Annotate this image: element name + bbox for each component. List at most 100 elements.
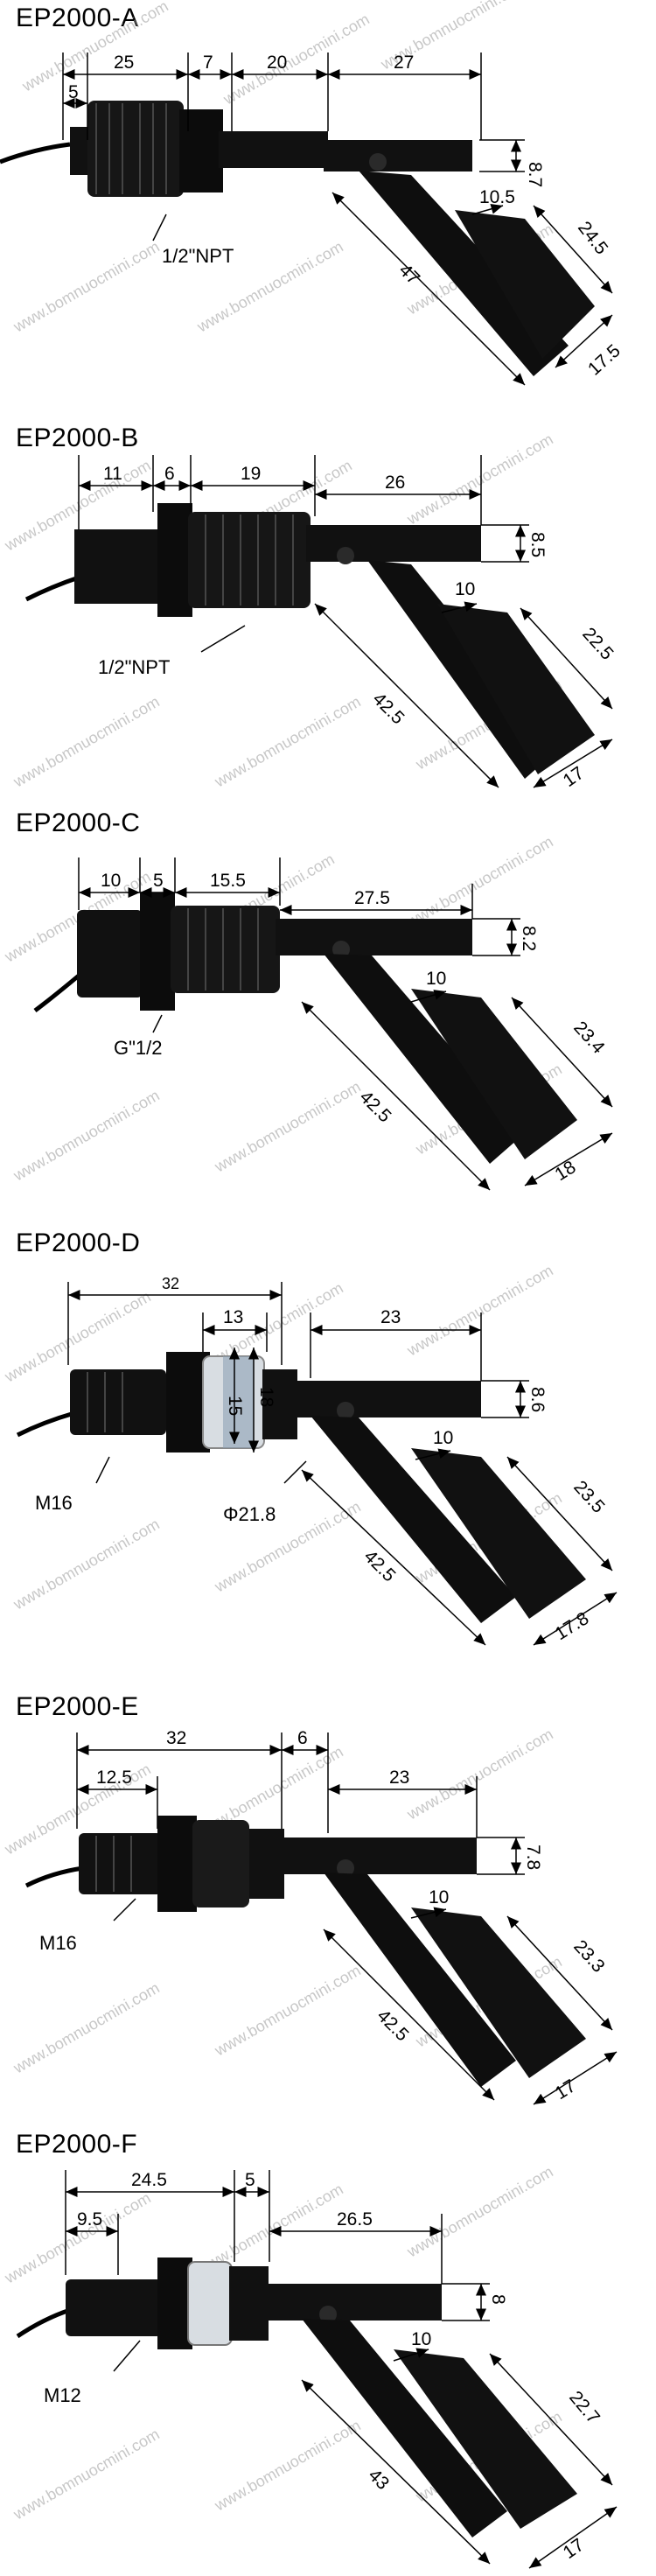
dim-label: 43 [364, 2465, 393, 2494]
sensor-arm [219, 131, 328, 168]
thread-label: 1/2"NPT [98, 656, 170, 678]
dim-label: 7 [203, 52, 213, 73]
hex-nut [157, 503, 192, 617]
dim-label: 10 [426, 969, 446, 989]
dim-label: 17.5 [584, 340, 625, 379]
watermark-text: www.bomnuocmini.com [1, 2189, 154, 2287]
thread-label: 1/2"NPT [162, 245, 234, 267]
dim-label: 24.5 [131, 2170, 167, 2190]
threaded-body [171, 906, 280, 993]
dim-label: 23.5 [569, 1477, 608, 1517]
body-cap [77, 910, 143, 998]
dim-label: 23.3 [569, 1936, 608, 1977]
watermark-text: www.bomnuocmini.com [403, 1262, 556, 1360]
dimension-lines [76, 1732, 618, 2105]
thread-lines [95, 103, 167, 194]
dim-label: 10 [411, 2329, 431, 2349]
dim-label: 8 [488, 2294, 508, 2305]
dim-label: 23 [389, 1768, 409, 1788]
sensor-tube [280, 1838, 477, 1874]
body-neck [262, 1369, 297, 1439]
watermark-text: www.bomnuocmini.com [220, 10, 373, 108]
seal-washer [187, 2261, 233, 2346]
model-title: EP2000-C [16, 808, 141, 837]
watermark-text: www.bomnuocmini.com [211, 1078, 364, 1176]
dim-label: 19 [241, 464, 261, 484]
dim-label: 18 [551, 1157, 579, 1185]
dim-label: 5 [153, 871, 164, 891]
sensor-tube [324, 140, 472, 172]
watermark-text: www.bomnuocmini.com [211, 2417, 364, 2515]
model-title: EP2000-A [16, 4, 139, 32]
thread-label: G"1/2 [114, 1037, 163, 1059]
dim-label: 10 [455, 579, 475, 599]
dim-label: 12.5 [96, 1768, 132, 1788]
model-a-drawing: www.bomnuocmini.com www.bomnuocmini.com … [0, 0, 625, 386]
thread-label: M16 [35, 1492, 73, 1514]
threaded-body [79, 1833, 162, 1894]
dim-label: 42.5 [368, 689, 408, 728]
threaded-body [66, 2279, 162, 2336]
watermark-text: www.bomnuocmini.com [10, 1516, 163, 1614]
dim-label: 15 [225, 1396, 245, 1416]
threaded-body [188, 512, 311, 608]
dim-label: 18 [256, 1387, 276, 1407]
hex-nut [140, 892, 175, 1011]
pivot [319, 2306, 337, 2323]
model-f: EP2000-F www.bomnuocmini.com www.bomnuoc… [0, 2126, 656, 2569]
dim-label: 27.5 [354, 888, 390, 908]
watermark-text: www.bomnuocmini.com [403, 430, 556, 528]
hex-nut [157, 2258, 192, 2349]
pivot [337, 547, 354, 564]
watermark-text: www.bomnuocmini.com [10, 693, 163, 791]
watermark-text: www.bomnuocmini.com [211, 693, 364, 791]
dim-label: 24.5 [574, 218, 611, 258]
model-d-drawing: www.bomnuocmini.com www.bomnuocmini.com … [1, 1262, 618, 1646]
cable [0, 142, 71, 164]
dim-label: 5 [245, 2170, 255, 2190]
watermark-text: www.bomnuocmini.com [403, 833, 556, 931]
dim-label: 11 [103, 464, 122, 484]
cable [24, 575, 80, 602]
model-e: EP2000-E www.bomnuocmini.com www.bomnuoc… [0, 1689, 656, 2118]
watermark-text: www.bomnuocmini.com [403, 2163, 556, 2261]
dim-label: 27 [394, 52, 414, 73]
body-neck [249, 1829, 284, 1899]
nut-diameter-label: Φ21.8 [223, 1503, 276, 1525]
model-c: EP2000-C www.bomnuocmini.com www.bomnuoc… [0, 805, 656, 1234]
thread-lines [205, 514, 294, 606]
model-b: EP2000-B www.bomnuocmini.com www.bomnuoc… [0, 420, 656, 849]
threaded-body [87, 101, 184, 197]
watermark-text: www.bomnuocmini.com [211, 1962, 364, 2060]
cable [16, 1410, 75, 1438]
dim-label: 20 [267, 52, 287, 73]
dim-label: 17 [560, 2535, 588, 2563]
pivot [337, 1402, 354, 1419]
dim-label: 10 [101, 871, 121, 891]
watermark-text: www.bomnuocmini.com [403, 1726, 556, 1824]
watermark-text: www.bomnuocmini.com [10, 2426, 163, 2524]
dim-label: 6 [164, 464, 175, 484]
sensor-tube [276, 919, 472, 956]
dimension-lines [67, 1282, 618, 1646]
thread-lines [87, 1372, 123, 1432]
dimension-lines [65, 2170, 618, 2569]
dim-label: 32 [162, 1275, 179, 1292]
dim-label: 8.7 [525, 162, 545, 187]
pivot [337, 1859, 354, 1877]
dim-label: 26.5 [337, 2209, 373, 2230]
dim-label: 23.4 [569, 1018, 609, 1058]
model-e-drawing: www.bomnuocmini.com www.bomnuocmini.com … [1, 1726, 618, 2105]
dimension-lines [62, 52, 613, 386]
dim-label: 9.5 [77, 2209, 102, 2230]
dim-label: 6 [297, 1728, 308, 1748]
cable [16, 2307, 71, 2339]
hex-nut [157, 1816, 197, 1912]
watermark-text: www.bomnuocmini.com [10, 238, 163, 336]
dim-label: 13 [223, 1307, 243, 1327]
threaded-body [70, 1369, 166, 1435]
body-neck [229, 2266, 269, 2341]
dimension-lines [78, 858, 613, 1191]
model-b-drawing: www.bomnuocmini.com www.bomnuocmini.com … [1, 430, 618, 791]
watermark-text: www.bomnuocmini.com [18, 0, 171, 95]
